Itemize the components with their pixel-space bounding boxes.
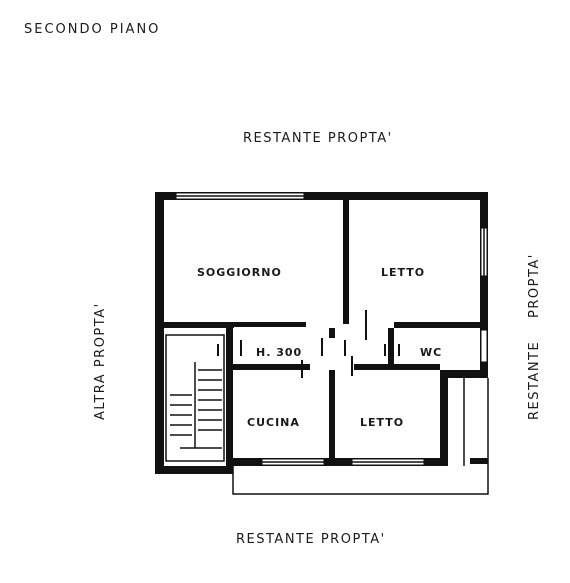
wall-hall-bottom-left — [226, 364, 310, 370]
door-marks — [217, 310, 400, 378]
wall-step — [440, 370, 488, 378]
staircase — [165, 334, 225, 462]
neighbor-bottom-label: RESTANTE PROPTA' — [236, 532, 386, 547]
room-label-cucina: CUCINA — [247, 416, 300, 429]
terrace-pillar — [470, 458, 488, 464]
wall-soggiorno-letto — [343, 200, 349, 324]
wall-upper-left — [164, 322, 234, 328]
wall-kitchen-bedroom — [329, 370, 335, 466]
wall-upper-mid — [234, 322, 306, 327]
wall-stair-right — [226, 328, 233, 466]
outer-walls — [155, 192, 488, 474]
wall-right — [480, 192, 488, 378]
floor-title: SECONDO PIANO — [24, 22, 160, 37]
pillar-hall — [329, 328, 335, 338]
wall-hall-bottom-right — [354, 364, 440, 370]
wall-right-bedroom — [440, 370, 448, 466]
wall-wc — [388, 328, 394, 370]
neighbor-right-bottom-label: RESTANTE — [527, 341, 542, 420]
room-label-letto-top: LETTO — [381, 266, 425, 279]
wall-upper-right — [394, 322, 480, 328]
room-label-soggiorno: SOGGIORNO — [197, 266, 282, 279]
neighbor-right-top-label: PROPTA' — [527, 253, 542, 318]
wall-bottom-rooms — [226, 458, 448, 466]
terrace-outline — [232, 378, 489, 495]
wall-left — [155, 192, 164, 474]
room-label-letto-bottom: LETTO — [360, 416, 404, 429]
wall-bottom-stair — [155, 466, 233, 474]
terrace-edge — [232, 378, 489, 495]
window-wc — [480, 329, 488, 363]
room-label-wc: WC — [420, 346, 442, 359]
interior-walls — [164, 200, 480, 466]
stair-well — [165, 334, 225, 462]
wall-top — [155, 192, 487, 200]
neighbor-top-label: RESTANTE PROPTA' — [243, 131, 393, 146]
neighbor-left-label: ALTRA PROPTA' — [93, 302, 108, 420]
room-label-hall: H. 300 — [256, 346, 302, 359]
windows — [175, 192, 488, 466]
